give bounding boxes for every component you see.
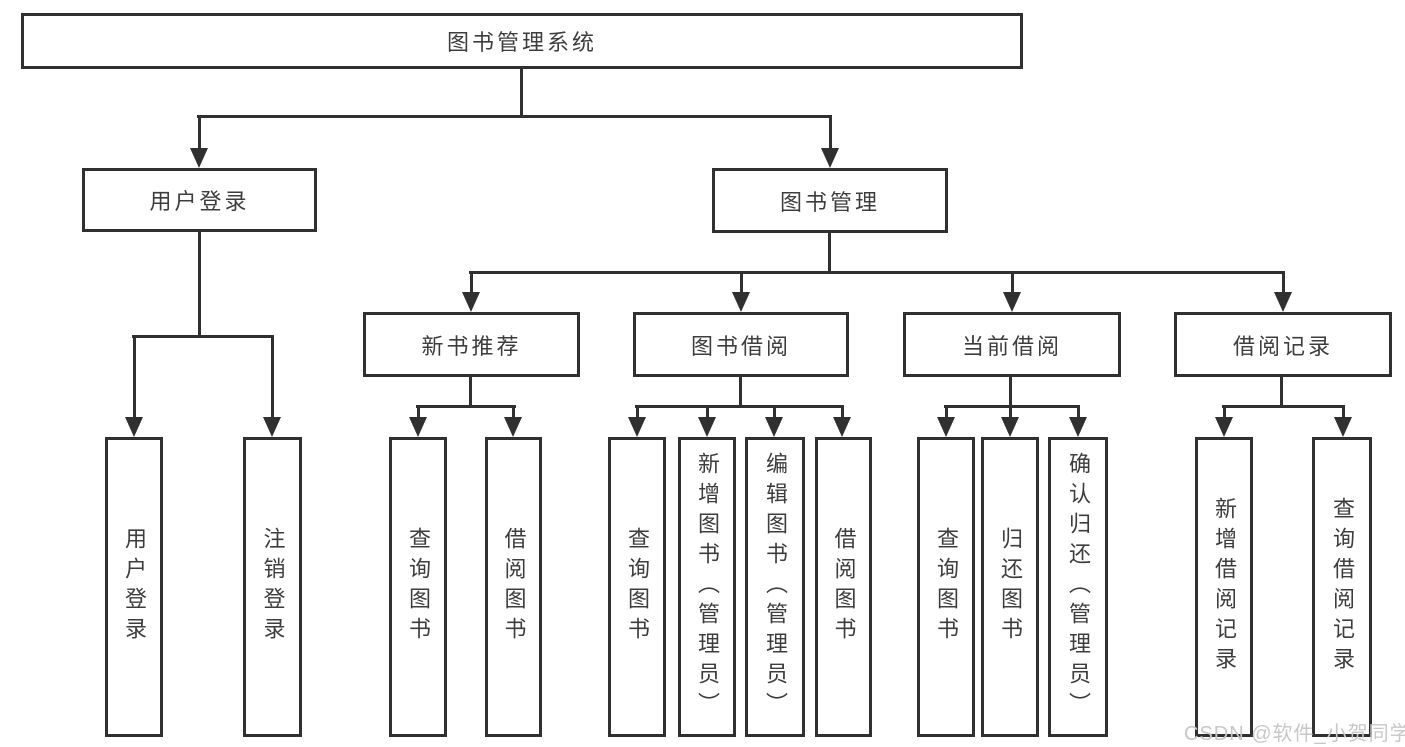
leaf-label: 归还图书 xyxy=(998,527,1023,647)
leaf-user-login: 用户登录 xyxy=(105,437,163,737)
leaf-label: 借阅图书 xyxy=(831,527,857,647)
connector-user-login-bar xyxy=(132,335,274,338)
connector-new-book-bar xyxy=(416,405,516,408)
leaf-edit-books-admin: 编辑图书（管理员） xyxy=(745,437,805,737)
leaf-query-borrow-record: 查询借阅记录 xyxy=(1312,437,1372,737)
connector-current-borrowing-stem xyxy=(1009,375,1012,408)
node-library-management-system: 图书管理系统 xyxy=(21,13,1023,69)
leaf-label: 借阅图书 xyxy=(501,527,527,647)
leaf-label: 新增借阅记录 xyxy=(1212,497,1237,677)
leaf-return-books: 归还图书 xyxy=(981,437,1039,737)
leaf-label: 确认归还（管理员） xyxy=(1066,452,1091,722)
connector-new-book-stem xyxy=(469,375,472,408)
connector-current-borrowing-bar xyxy=(944,405,1080,408)
connector-borrowing-records-bar xyxy=(1222,405,1345,408)
leaf-confirm-return-admin: 确认归还（管理员） xyxy=(1048,437,1108,737)
leaf-add-books-admin: 新增图书（管理员） xyxy=(678,437,736,737)
connector-root-stem xyxy=(520,68,523,117)
node-label: 用户登录 xyxy=(149,189,250,214)
leaf-label: 编辑图书（管理员） xyxy=(763,452,788,722)
node-borrowing-records: 借阅记录 xyxy=(1174,312,1392,377)
leaf-borrow-books-borrowing: 借阅图书 xyxy=(815,437,872,737)
node-user-login: 用户登录 xyxy=(82,168,317,232)
watermark-text: CSDN @软件_小贺同学 xyxy=(1184,723,1405,745)
leaf-query-books-current: 查询图书 xyxy=(917,437,975,737)
leaf-label: 查询借阅记录 xyxy=(1330,497,1355,677)
connector-user-login-stem xyxy=(198,230,201,337)
node-book-borrowing: 图书借阅 xyxy=(633,312,849,377)
node-label: 借阅记录 xyxy=(1232,333,1333,359)
node-current-borrowing: 当前借阅 xyxy=(903,312,1121,377)
node-book-management: 图书管理 xyxy=(712,168,948,233)
connector-level1-bar xyxy=(197,115,832,118)
node-label: 图书管理 xyxy=(779,189,880,215)
leaf-add-borrow-record: 新增借阅记录 xyxy=(1195,437,1253,737)
connector-level2-bar xyxy=(469,271,1285,274)
connector-book-borrowing-stem xyxy=(739,375,742,408)
leaf-query-books-borrowing: 查询图书 xyxy=(608,437,666,737)
leaf-label: 用户登录 xyxy=(122,527,147,647)
leaf-label: 查询图书 xyxy=(625,527,650,647)
connector-book-management-stem xyxy=(828,231,831,274)
node-label: 新书推荐 xyxy=(421,333,522,359)
node-label: 当前借阅 xyxy=(961,333,1062,359)
leaf-label: 查询图书 xyxy=(934,527,959,647)
node-label: 图书借阅 xyxy=(690,333,791,359)
connector-book-borrowing-bar xyxy=(635,405,844,408)
leaf-label: 注销登录 xyxy=(260,527,286,647)
leaf-label: 新增图书（管理员） xyxy=(695,452,720,722)
connector-borrowing-records-stem xyxy=(1280,375,1283,408)
leaf-query-books-recommend: 查询图书 xyxy=(389,437,447,737)
node-label: 图书管理系统 xyxy=(446,30,597,55)
leaf-logout: 注销登录 xyxy=(243,437,302,737)
node-new-book-recommendation: 新书推荐 xyxy=(363,312,580,377)
leaf-label: 查询图书 xyxy=(406,527,431,647)
leaf-borrow-books-recommend: 借阅图书 xyxy=(485,437,542,737)
